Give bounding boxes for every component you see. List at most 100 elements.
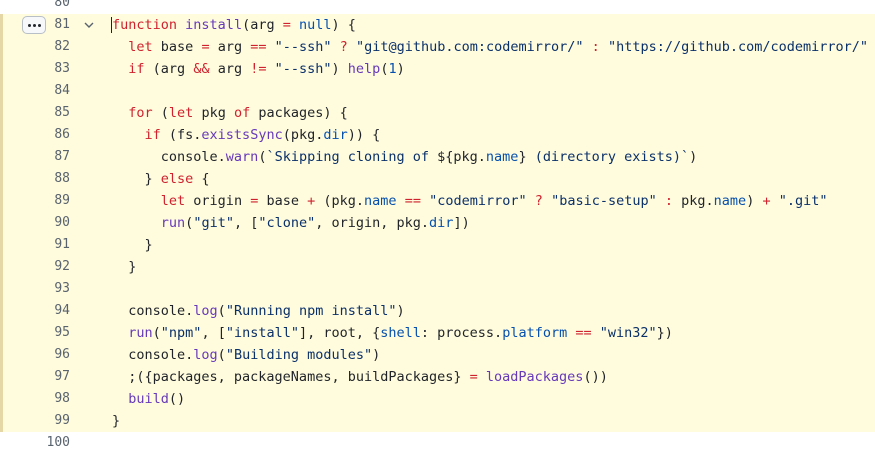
code-token bbox=[657, 193, 665, 209]
code-line[interactable]: 88 } else { bbox=[0, 168, 875, 190]
more-options-button[interactable] bbox=[22, 16, 46, 34]
code-text: if (fs.existsSync(pkg.dir)) { bbox=[112, 124, 381, 146]
line-number[interactable]: 92 bbox=[54, 259, 70, 274]
line-number[interactable]: 85 bbox=[54, 105, 70, 120]
code-line[interactable]: 94 console.log("Running npm install") bbox=[0, 300, 875, 322]
line-number[interactable]: 88 bbox=[54, 171, 70, 186]
code-text: console.log("Running npm install") bbox=[112, 300, 404, 322]
code-text: run("npm", ["install"], root, {shell: pr… bbox=[112, 322, 673, 344]
code-token: != bbox=[250, 61, 267, 77]
code-token: (arg bbox=[242, 17, 283, 33]
code-token: ( bbox=[380, 61, 389, 77]
code-text: function install(arg = null) { bbox=[111, 14, 356, 36]
code-token: help bbox=[347, 61, 381, 77]
code-line[interactable]: 91 } bbox=[0, 234, 875, 256]
code-line[interactable]: 100 bbox=[0, 432, 875, 454]
code-token: (directory exists)` bbox=[526, 149, 690, 165]
line-number[interactable]: 97 bbox=[54, 369, 70, 384]
chevron-down-icon[interactable] bbox=[82, 14, 96, 36]
code-token: , origin, pkg. bbox=[315, 215, 430, 231]
code-token: base bbox=[152, 39, 202, 55]
code-token: }) bbox=[656, 325, 673, 341]
code-line[interactable]: 93 bbox=[0, 278, 875, 300]
code-token: loadPackages bbox=[485, 369, 584, 385]
code-token: : process. bbox=[420, 325, 503, 341]
code-line[interactable]: 82 let base = arg == "--ssh" ? "git@gith… bbox=[0, 36, 875, 58]
line-number[interactable]: 98 bbox=[54, 391, 70, 406]
line-number[interactable]: 87 bbox=[54, 149, 70, 164]
code-token: "git@github.com:codemirror/" bbox=[355, 39, 584, 55]
code-token bbox=[332, 39, 340, 55]
line-number[interactable]: 89 bbox=[54, 193, 70, 208]
code-line[interactable]: 98 build() bbox=[0, 388, 875, 410]
line-number[interactable]: 82 bbox=[54, 39, 70, 54]
code-token: )) { bbox=[347, 127, 381, 143]
code-token: (fs. bbox=[160, 127, 202, 143]
code-token: log bbox=[193, 347, 218, 363]
code-line[interactable]: 89 let origin = base + (pkg.name == "cod… bbox=[0, 190, 875, 212]
line-number[interactable]: 94 bbox=[54, 303, 70, 318]
code-token: : bbox=[664, 193, 674, 209]
code-line[interactable]: 81 function install(arg = null) { bbox=[0, 14, 875, 36]
code-token: platform bbox=[502, 325, 568, 341]
code-line[interactable]: 87 console.warn(`Skipping cloning of ${p… bbox=[0, 146, 875, 168]
code-token: build bbox=[128, 391, 169, 407]
code-token: = bbox=[250, 193, 259, 209]
code-token: 1 bbox=[388, 61, 397, 77]
line-number[interactable]: 100 bbox=[46, 435, 70, 450]
line-number[interactable]: 99 bbox=[54, 413, 70, 428]
code-token: "Building modules" bbox=[225, 347, 373, 363]
line-number[interactable]: 86 bbox=[54, 127, 70, 142]
code-token bbox=[348, 39, 356, 55]
line-number[interactable]: 83 bbox=[54, 61, 70, 76]
code-line[interactable]: 95 run("npm", ["install"], root, {shell:… bbox=[0, 322, 875, 344]
code-token: (pkg. bbox=[282, 127, 324, 143]
line-number[interactable]: 91 bbox=[54, 237, 70, 252]
line-number[interactable]: 84 bbox=[54, 83, 70, 98]
code-token: = bbox=[469, 369, 478, 385]
code-token: else bbox=[160, 171, 194, 187]
code-line[interactable]: 92 } bbox=[0, 256, 875, 278]
code-token: ( bbox=[152, 105, 169, 121]
code-token: if bbox=[144, 127, 161, 143]
code-token: } bbox=[112, 413, 121, 429]
code-line[interactable]: 96 console.log("Building modules") bbox=[0, 344, 875, 366]
code-token: "--ssh" bbox=[274, 39, 332, 55]
code-text: for (let pkg of packages) { bbox=[112, 102, 348, 124]
code-line[interactable]: 86 if (fs.existsSync(pkg.dir)) { bbox=[0, 124, 875, 146]
kebab-dot-icon bbox=[32, 23, 36, 27]
code-line[interactable]: 83 if (arg && arg != "--ssh") help(1) bbox=[0, 58, 875, 80]
code-text: let origin = base + (pkg.name == "codemi… bbox=[112, 190, 828, 212]
code-line[interactable]: 90 run("git", ["clone", origin, pkg.dir]… bbox=[0, 212, 875, 234]
code-token: function bbox=[111, 17, 178, 33]
line-number[interactable]: 95 bbox=[54, 325, 70, 340]
code-token: dir bbox=[429, 215, 454, 231]
code-token: + bbox=[762, 193, 771, 209]
code-token: ) { bbox=[331, 17, 356, 33]
code-token: let bbox=[168, 105, 194, 121]
code-line[interactable]: 80 bbox=[0, 0, 875, 14]
code-token: == bbox=[404, 193, 421, 209]
code-token: existsSync bbox=[201, 127, 283, 143]
code-token: = bbox=[201, 39, 210, 55]
code-line[interactable]: 99} bbox=[0, 410, 875, 432]
code-token: arg bbox=[209, 61, 251, 77]
code-token: pkg. bbox=[673, 193, 714, 209]
code-token: ( bbox=[185, 215, 194, 231]
code-token: pkg. bbox=[453, 149, 486, 165]
line-number[interactable]: 80 bbox=[54, 0, 70, 10]
code-text: run("git", ["clone", origin, pkg.dir]) bbox=[112, 212, 470, 234]
code-token: "Running npm install" bbox=[225, 303, 397, 319]
line-number[interactable]: 81 bbox=[54, 17, 70, 32]
line-number[interactable]: 90 bbox=[54, 215, 70, 230]
code-token: ( bbox=[258, 149, 267, 165]
code-token bbox=[543, 193, 551, 209]
code-token: base bbox=[258, 193, 308, 209]
code-line[interactable]: 84 bbox=[0, 80, 875, 102]
code-line[interactable]: 97 ;({packages, packageNames, buildPacka… bbox=[0, 366, 875, 388]
code-token: ( bbox=[217, 347, 226, 363]
code-line[interactable]: 85 for (let pkg of packages) { bbox=[0, 102, 875, 124]
line-number[interactable]: 96 bbox=[54, 347, 70, 362]
line-number[interactable]: 93 bbox=[54, 281, 70, 296]
